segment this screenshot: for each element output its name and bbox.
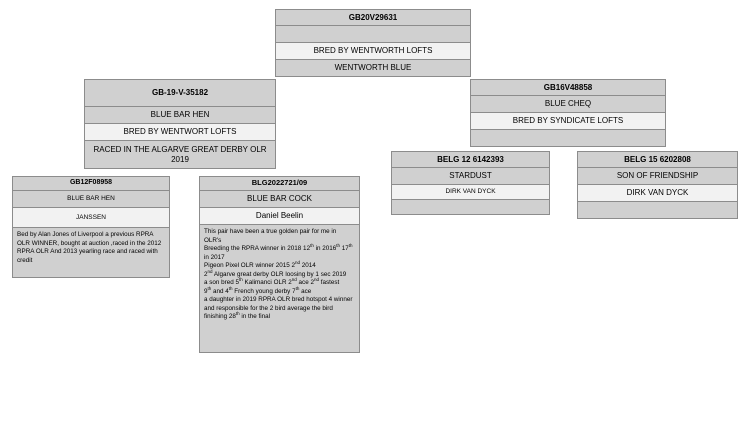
sire-sire-dam-ring: BELG 15 6202808 (577, 151, 738, 168)
dam-dam-notes: Bed by Alan Jones of Liverpool a previou… (12, 228, 170, 278)
dam-sire-ring: BLG2022721/09 (199, 176, 360, 191)
notes-line: This pair have been a true golden pair f… (204, 228, 337, 244)
notes-line: Pigeon Pixel OLR winner 2015 2nd 2014 (204, 259, 316, 269)
dam-ring: GB-19-V-35182 (84, 79, 276, 107)
sire-sire-dam-name: SON OF FRIENDSHIP (577, 168, 738, 185)
notes-line: Breeding the RPRA winner in 2018 12th in… (204, 242, 353, 261)
sire-colour: WENTWORTH BLUE (275, 60, 471, 77)
sire-ring: GB20V29631 (275, 9, 471, 26)
dam-breeder: BRED BY WENTWORT LOFTS (84, 124, 276, 141)
sire-sire-sire-name: STARDUST (391, 168, 550, 185)
dam-sire-breeder: Daniel Beelin (199, 208, 360, 225)
sire-breeder: BRED BY WENTWORTH LOFTS (275, 43, 471, 60)
sire-sire-colour: BLUE CHEQ (470, 96, 666, 113)
dam-card: GB-19-V-35182 BLUE BAR HEN BRED BY WENTW… (84, 79, 276, 169)
sire-sire-sire-breeder: DIRK VAN DYCK (391, 185, 550, 200)
sire-sire-sire-note (391, 200, 550, 215)
notes-line: a son bred 5th Kalimanci OLR 2nd ace 2nd… (204, 276, 340, 286)
sire-sire-sire-ring: BELG 12 6142393 (391, 151, 550, 168)
dam-note: RACED IN THE ALGARVE GREAT DERBY OLR 201… (84, 141, 276, 169)
sire-sire-note (470, 130, 666, 147)
sire-sire-card: GB16V48858 BLUE CHEQ BRED BY SYNDICATE L… (470, 79, 666, 147)
dam-sire-notes-body: This pair have been a true golden pair f… (204, 228, 355, 322)
sire-card: GB20V29631 BRED BY WENTWORTH LOFTS WENTW… (275, 9, 471, 77)
sire-sire-breeder: BRED BY SYNDICATE LOFTS (470, 113, 666, 130)
dam-dam-colour: BLUE BAR HEN (12, 191, 170, 208)
dam-colour: BLUE BAR HEN (84, 107, 276, 124)
dam-sire-notes: This pair have been a true golden pair f… (199, 225, 360, 353)
sire-sire-dam-breeder: DIRK VAN DYCK (577, 185, 738, 202)
sire-sire-sire-card: BELG 12 6142393 STARDUST DIRK VAN DYCK (391, 151, 550, 215)
dam-dam-breeder: JANSSEN (12, 208, 170, 228)
dam-dam-ring: GB12F08958 (12, 176, 170, 191)
sire-sire-ring: GB16V48858 (470, 79, 666, 96)
dam-dam-card: GB12F08958 BLUE BAR HEN JANSSEN Bed by A… (12, 176, 170, 278)
notes-line: a daughter in 2019 RPRA OLR bred hotspot… (204, 296, 353, 320)
sire-sire-dam-note (577, 202, 738, 219)
dam-sire-colour: BLUE BAR COCK (199, 191, 360, 208)
notes-line: 9th and 4th French young derby 7th ace (204, 285, 312, 295)
notes-line: 2nd Algarve great derby OLR loosing by 1… (204, 268, 347, 278)
dam-sire-card: BLG2022721/09 BLUE BAR COCK Daniel Beeli… (199, 176, 360, 353)
sire-name (275, 26, 471, 43)
sire-sire-dam-card: BELG 15 6202808 SON OF FRIENDSHIP DIRK V… (577, 151, 738, 219)
